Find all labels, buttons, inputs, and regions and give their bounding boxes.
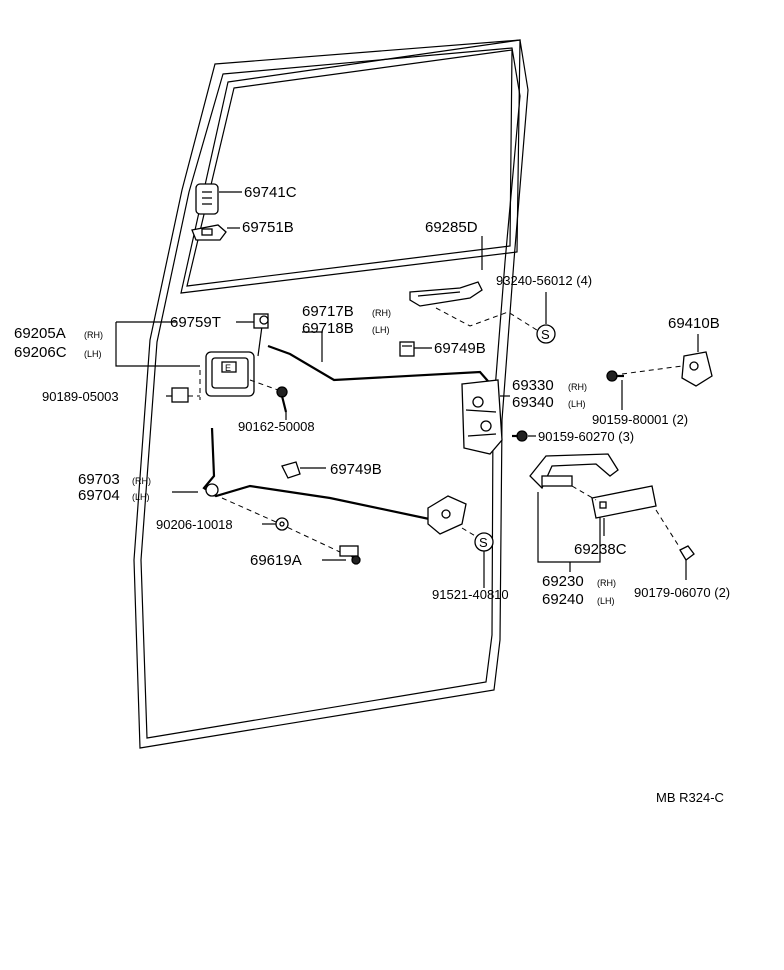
part-69285d-outside-handle: [409, 281, 483, 307]
part-69717b-rod: [267, 344, 495, 389]
label-69205a: 69205A: [14, 325, 66, 342]
reference-code: MB R324-C: [656, 790, 724, 805]
label-69717b-tag: (RH): [372, 308, 391, 318]
label-93240-56012: 93240-56012 (4): [496, 273, 592, 288]
label-69718b: 69718B: [302, 320, 354, 337]
label-69704: 69704: [78, 487, 120, 504]
part-69205a-inside-handle: E: [205, 351, 255, 397]
label-69703-tag: (RH): [132, 476, 151, 486]
part-lower-lock-link: [427, 495, 467, 535]
part-69410b-striker: [681, 351, 713, 387]
part-69619a-bolt: [339, 545, 361, 565]
label-69751b: 69751B: [242, 219, 294, 236]
label-69749b-top: 69749B: [434, 340, 486, 357]
label-69238c: 69238C: [574, 541, 627, 558]
lock-mark: E: [225, 363, 231, 373]
label-69240-tag: (LH): [597, 596, 615, 606]
label-69718b-tag: (LH): [372, 325, 390, 335]
label-69206c-tag: (LH): [84, 349, 102, 359]
part-69749b-lower-clip: [281, 461, 301, 479]
part-69749b-upper-clip: [399, 341, 415, 357]
part-69703-rod: [202, 427, 435, 522]
label-69205a-tag: (RH): [84, 330, 103, 340]
label-90159-60270: 90159-60270 (3): [538, 429, 634, 444]
label-69749b-low: 69749B: [330, 461, 382, 478]
label-69717b: 69717B: [302, 303, 354, 320]
label-69330: 69330: [512, 377, 554, 394]
label-90159-80001: 90159-80001 (2): [592, 412, 688, 427]
label-69230-tag: (RH): [597, 578, 616, 588]
part-69238c-plate: [591, 485, 657, 519]
label-69619a: 69619A: [250, 552, 302, 569]
part-69741c-bracket: [195, 183, 219, 215]
label-69230: 69230: [542, 573, 584, 590]
part-90159-60270-screw: [512, 430, 528, 442]
label-90179-06070: 90179-06070 (2): [634, 585, 730, 600]
part-90159-80001-screw: [606, 370, 624, 382]
label-69703: 69703: [78, 471, 120, 488]
label-91521-40810: 91521-40810: [432, 587, 509, 602]
part-69751b-clip: [191, 224, 227, 241]
label-69340: 69340: [512, 394, 554, 411]
screw-symbol-label-lower: S: [479, 535, 488, 550]
part-69230-outside-handle: [529, 453, 619, 490]
label-69741c: 69741C: [244, 184, 297, 201]
screw-symbol-upper: [536, 324, 556, 344]
label-69410b: 69410B: [668, 315, 720, 332]
label-69340-tag: (LH): [568, 399, 586, 409]
part-90189-clip: [171, 387, 189, 403]
part-90179-nut: [679, 545, 695, 561]
part-69759t-clip: [253, 313, 269, 329]
part-90162-screw: [276, 386, 288, 413]
label-69330-tag: (RH): [568, 382, 587, 392]
part-90206-washer: [275, 517, 289, 531]
label-69206c: 69206C: [14, 344, 67, 361]
label-90189-05003: 90189-05003: [42, 389, 119, 404]
label-69759t: 69759T: [170, 314, 221, 331]
label-90162-50008: 90162-50008: [238, 419, 315, 434]
door-outline: [133, 39, 529, 749]
label-69704-tag: (LH): [132, 492, 150, 502]
label-90206-10018: 90206-10018: [156, 517, 233, 532]
part-69330-door-lock: [461, 379, 503, 455]
label-69240: 69240: [542, 591, 584, 608]
label-69285d: 69285D: [425, 219, 478, 236]
screw-symbol-label: S: [541, 327, 550, 342]
